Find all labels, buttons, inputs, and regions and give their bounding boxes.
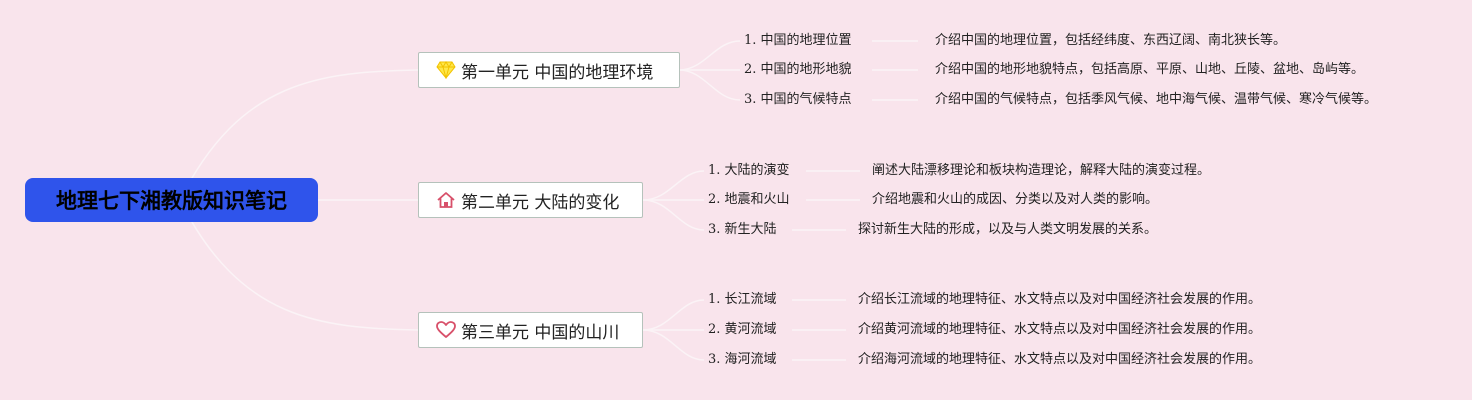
unit-3-topic-2-label[interactable]: 2. 黄河流域 [708,322,777,337]
unit-2-topic-3-desc[interactable]: 探讨新生大陆的形成，以及与人类文明发展的关系。 [858,222,1158,237]
unit-3-topic-1-label[interactable]: 1. 长江流域 [708,292,777,307]
unit-1-topic-3-label[interactable]: 3. 中国的气候特点 [744,92,852,107]
unit-3-title: 第三单元 中国的山川 [461,322,620,343]
unit-1-node[interactable]: 第一单元 中国的地理环境 [418,52,680,88]
unit-1-topic-2-label[interactable]: 2. 中国的地形地貌 [744,62,852,77]
unit-2-topic-1-desc[interactable]: 阐述大陆漂移理论和板块构造理论，解释大陆的演变过程。 [872,163,1211,178]
home-icon [435,189,457,211]
unit-2-topic-2-desc[interactable]: 介绍地震和火山的成因、分类以及对人类的影响。 [872,192,1159,207]
root-topic[interactable]: 地理七下湘教版知识笔记 [25,178,318,222]
unit-2-topic-3-label[interactable]: 3. 新生大陆 [708,222,777,237]
unit-3-topic-1-desc[interactable]: 介绍长江流域的地理特征、水文特点以及对中国经济社会发展的作用。 [858,292,1262,307]
unit-3-topic-3-label[interactable]: 3. 海河流域 [708,352,777,367]
root-link-1 [179,69,419,201]
root-link-3 [179,199,419,331]
gem-icon [435,59,457,81]
unit-1-topic-1-label[interactable]: 1. 中国的地理位置 [744,33,852,48]
unit-3-topic-3-desc[interactable]: 介绍海河流域的地理特征、水文特点以及对中国经济社会发展的作用。 [858,352,1262,367]
unit-3-node[interactable]: 第三单元 中国的山川 [418,312,643,348]
unit-2-node[interactable]: 第二单元 大陆的变化 [418,182,643,218]
unit-3-topic-2-desc[interactable]: 介绍黄河流域的地理特征、水文特点以及对中国经济社会发展的作用。 [858,322,1262,337]
unit-1-topic-2-desc[interactable]: 介绍中国的地形地貌特点，包括高原、平原、山地、丘陵、盆地、岛屿等。 [935,62,1365,77]
unit-2-title: 第二单元 大陆的变化 [461,192,620,213]
unit-2-topic-2-label[interactable]: 2. 地震和火山 [708,192,790,207]
unit-1-topic-1-desc[interactable]: 介绍中国的地理位置，包括经纬度、东西辽阔、南北狭长等。 [935,33,1287,48]
root-title: 地理七下湘教版知识笔记 [56,189,287,213]
unit-1-topic-3-desc[interactable]: 介绍中国的气候特点，包括季风气候、地中海气候、温带气候、寒冷气候等。 [935,92,1378,107]
unit-2-topic-1-label[interactable]: 1. 大陆的演变 [708,163,790,178]
heart-icon [435,319,457,341]
unit-1-title: 第一单元 中国的地理环境 [461,62,654,83]
